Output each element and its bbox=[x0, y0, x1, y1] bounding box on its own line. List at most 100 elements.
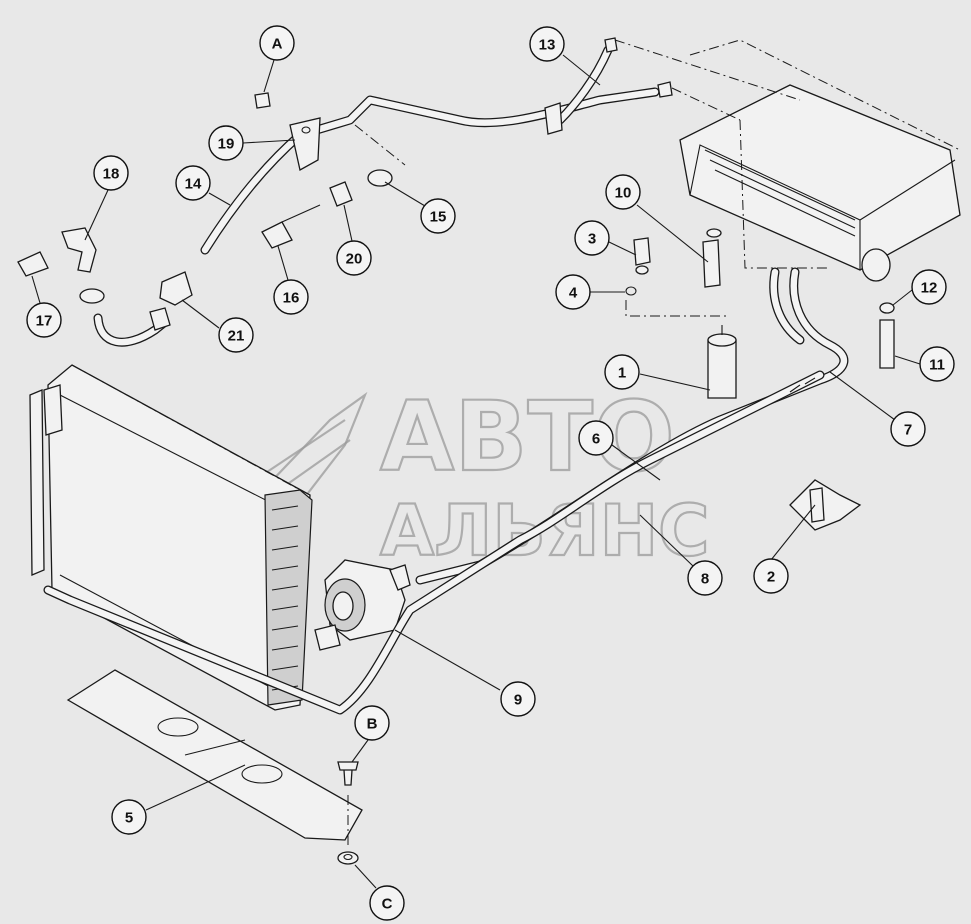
callout-circle bbox=[604, 354, 640, 390]
callout-label: 8 bbox=[701, 571, 709, 588]
leader-13 bbox=[562, 54, 601, 86]
leader-14 bbox=[208, 192, 231, 206]
sleeve-11 bbox=[879, 319, 895, 369]
leader-1 bbox=[639, 373, 711, 391]
fitting-17 bbox=[17, 251, 49, 277]
callout-17: 17 bbox=[26, 302, 62, 338]
callout-circle bbox=[420, 198, 456, 234]
leader-12 bbox=[892, 289, 913, 306]
callout-label: 11 bbox=[929, 357, 945, 374]
callout-7: 7 bbox=[890, 411, 926, 447]
callout-18: 18 bbox=[93, 155, 129, 191]
evaporator-blower bbox=[861, 248, 891, 282]
callout-label: 5 bbox=[125, 810, 133, 827]
callout-19: 19 bbox=[208, 125, 244, 161]
callout-4: 4 bbox=[555, 274, 591, 310]
plate-body bbox=[66, 669, 363, 841]
mounting-plate bbox=[66, 669, 363, 841]
fitting-17-shape bbox=[17, 251, 49, 277]
callout-label: 21 bbox=[228, 328, 245, 345]
bracket-19 bbox=[289, 117, 321, 171]
callout-label: 1 bbox=[618, 365, 626, 382]
nut-c-hole bbox=[343, 853, 353, 861]
callout-label: 9 bbox=[514, 692, 522, 709]
callout-label: C bbox=[382, 896, 393, 913]
fitting-16 bbox=[261, 204, 321, 249]
leader-17 bbox=[31, 275, 41, 304]
callout-circle bbox=[753, 558, 789, 594]
clamp-12 bbox=[879, 302, 895, 314]
callout-circle bbox=[919, 346, 955, 382]
callout-label: 4 bbox=[569, 285, 578, 302]
callout-circle bbox=[574, 220, 610, 256]
hose-13-end bbox=[604, 37, 618, 53]
callout-label: A bbox=[272, 36, 283, 53]
leader-21 bbox=[181, 299, 220, 329]
callout-circle bbox=[605, 174, 641, 210]
callout-circle bbox=[369, 885, 405, 921]
elbow-18-shape bbox=[61, 227, 97, 273]
condenser-tube-rows bbox=[271, 505, 299, 691]
bracket-body bbox=[789, 479, 862, 531]
callout-label: 18 bbox=[103, 166, 120, 183]
switch-base bbox=[635, 265, 649, 275]
callout-circle bbox=[208, 125, 244, 161]
tee-21-end bbox=[149, 307, 171, 331]
bolt-a bbox=[254, 92, 271, 109]
fitting-16-axis bbox=[281, 204, 321, 223]
hose-dash-lines bbox=[614, 39, 801, 121]
callout-15: 15 bbox=[420, 198, 456, 234]
hose-clip bbox=[544, 102, 563, 135]
callout-B: B bbox=[354, 705, 390, 741]
callout-20: 20 bbox=[336, 240, 372, 276]
callout-label: 2 bbox=[767, 569, 775, 586]
compressor bbox=[314, 559, 411, 651]
callout-9: 9 bbox=[500, 681, 536, 717]
nut-20 bbox=[329, 181, 353, 207]
bracket-clamp bbox=[809, 487, 825, 523]
clamp-10 bbox=[706, 228, 722, 238]
callout-label: B bbox=[367, 716, 378, 733]
bracket bbox=[789, 479, 862, 531]
clamp-15-axis bbox=[354, 124, 406, 166]
callout-circle bbox=[529, 26, 565, 62]
elbow-18 bbox=[61, 227, 105, 304]
tee-21 bbox=[149, 271, 193, 331]
callout-label: 14 bbox=[185, 176, 202, 193]
callout-circle bbox=[687, 560, 723, 596]
callout-label: 12 bbox=[921, 280, 938, 297]
callout-circle bbox=[26, 302, 62, 338]
callout-label: 15 bbox=[430, 209, 447, 226]
compressor-hub bbox=[332, 591, 354, 621]
switch-dash-line bbox=[625, 300, 730, 317]
tee-21-shape bbox=[159, 271, 193, 306]
callout-12: 12 bbox=[911, 269, 947, 305]
leader-9 bbox=[394, 629, 501, 691]
callout-circle bbox=[111, 799, 147, 835]
callout-label: 19 bbox=[218, 136, 235, 153]
evaporator-edges bbox=[689, 144, 956, 270]
callout-circle bbox=[273, 279, 309, 315]
leader-16 bbox=[277, 245, 289, 281]
nut-c bbox=[337, 851, 359, 865]
callout-label: 10 bbox=[615, 185, 632, 202]
plate-fold bbox=[184, 739, 246, 756]
bolt-b-shape bbox=[337, 761, 359, 786]
condenser-tube-bank bbox=[264, 489, 313, 706]
leader-B bbox=[351, 739, 369, 763]
evaporator-housing bbox=[679, 84, 961, 271]
leader-lines bbox=[31, 54, 921, 889]
hose-fittings bbox=[789, 377, 816, 393]
leader-18 bbox=[84, 189, 109, 241]
callout-circle bbox=[175, 165, 211, 201]
callout-label: 6 bbox=[592, 431, 600, 448]
sleeve-10 bbox=[702, 239, 721, 288]
leader-C bbox=[354, 864, 377, 889]
plate-hole-1 bbox=[157, 717, 199, 737]
callout-label: 3 bbox=[588, 231, 596, 248]
pressure-switch bbox=[633, 237, 651, 275]
leader-19 bbox=[242, 139, 296, 144]
callout-circle bbox=[500, 681, 536, 717]
